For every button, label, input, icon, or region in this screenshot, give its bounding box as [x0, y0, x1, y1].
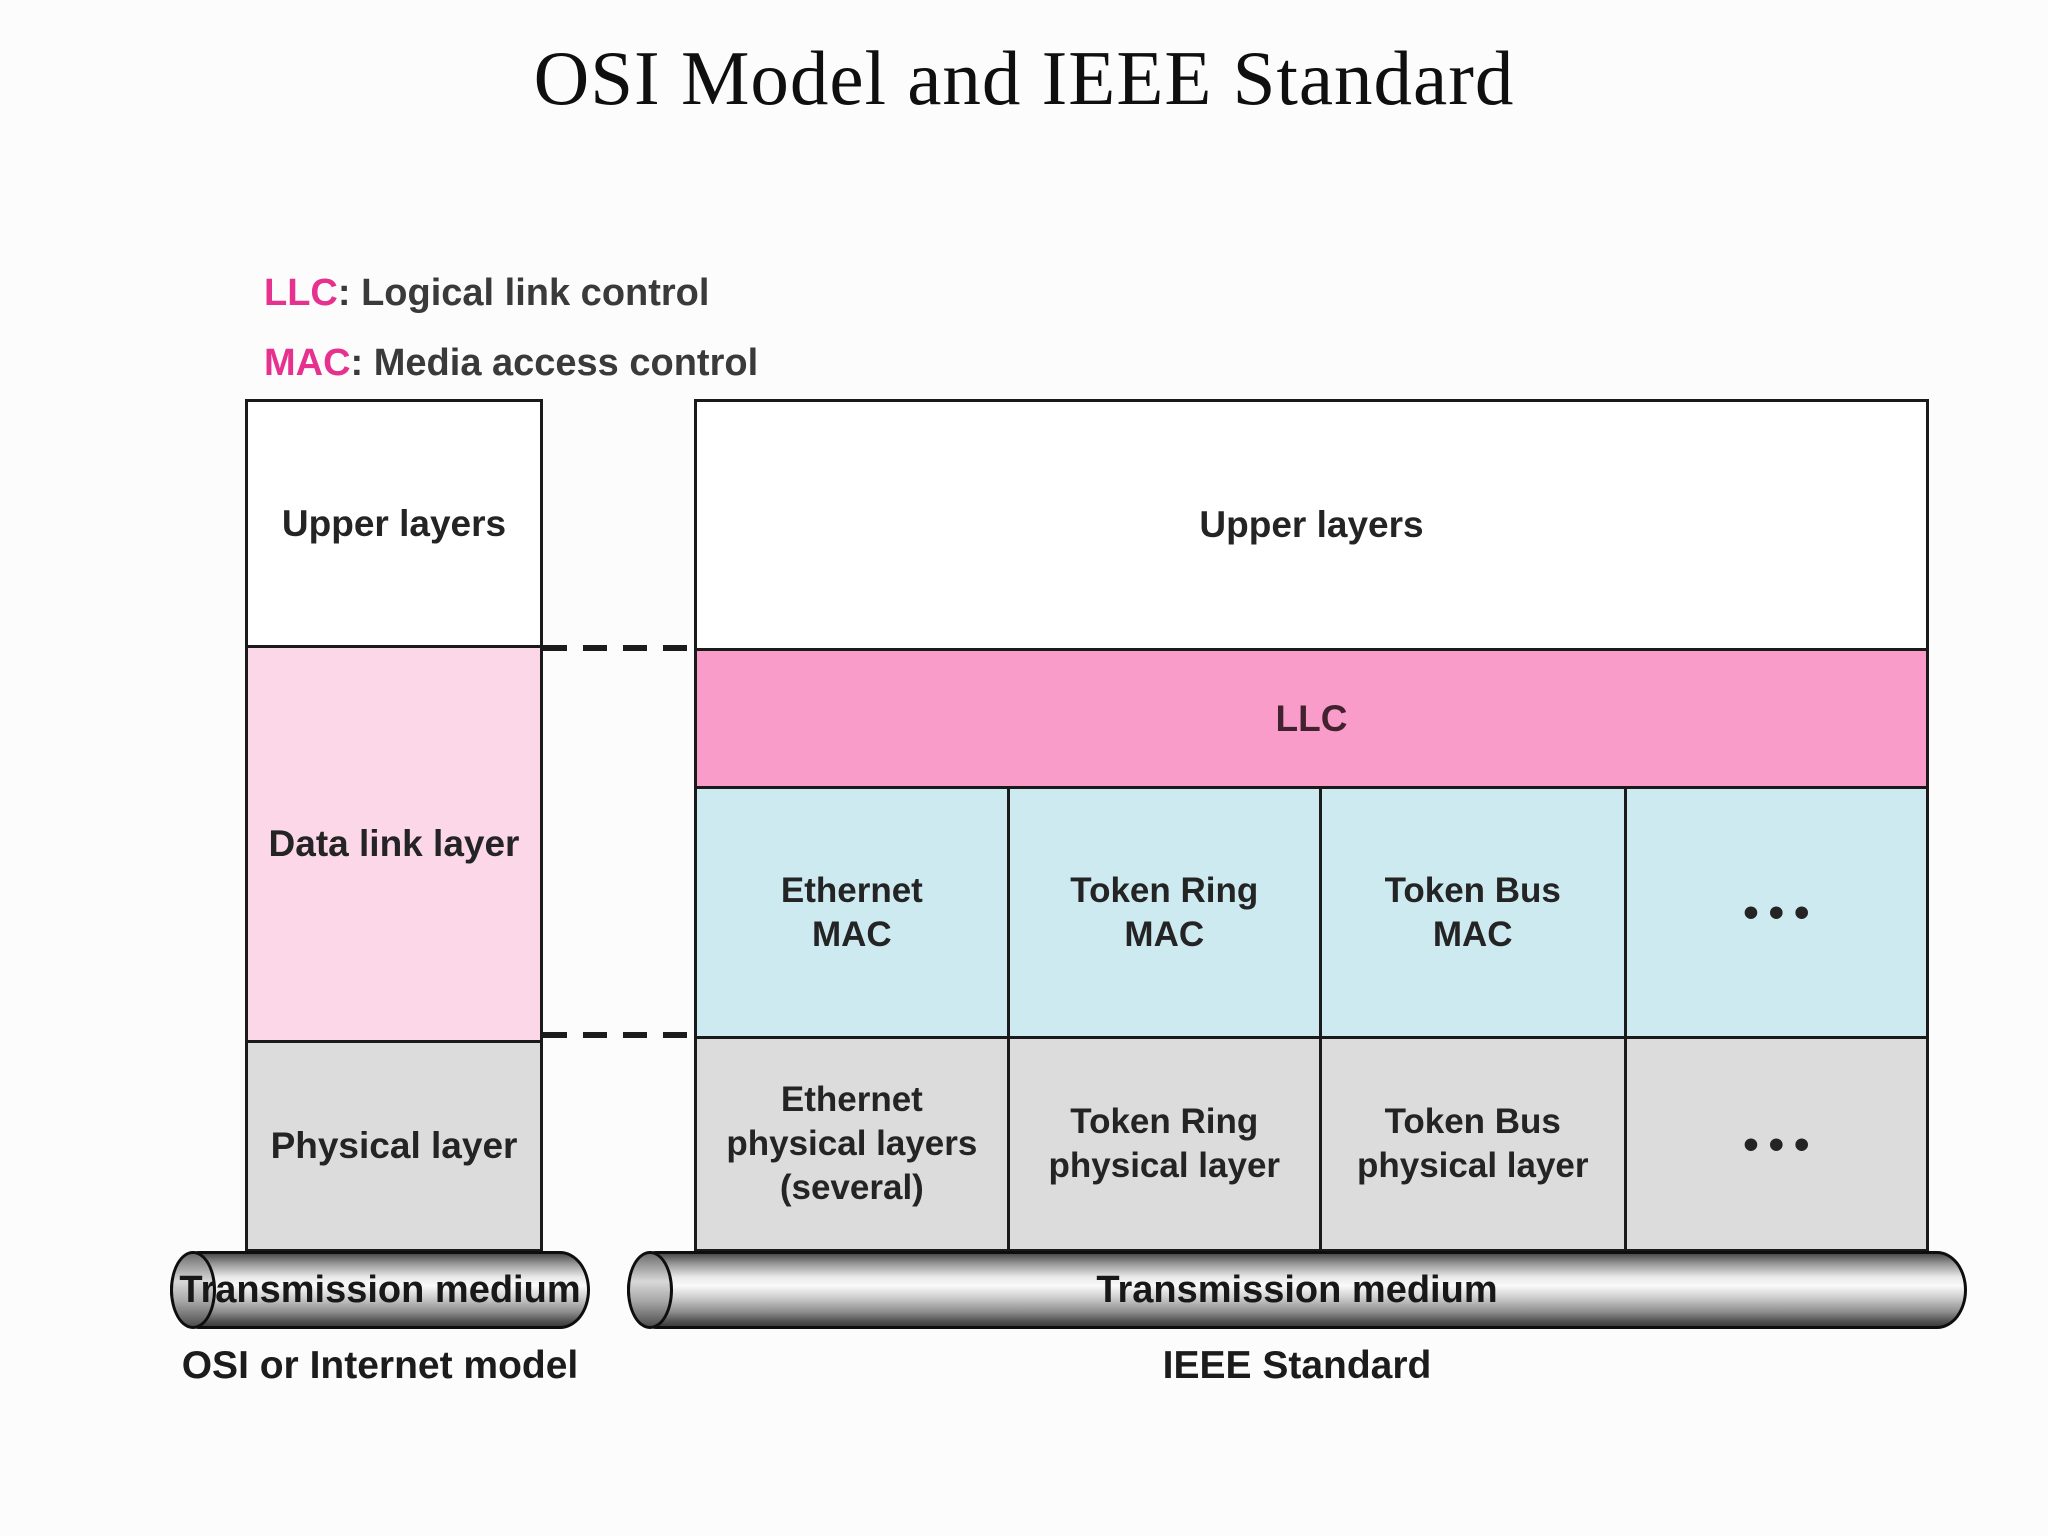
osi-column: Upper layers Data link layer Physical la… [245, 399, 543, 1252]
osi-transmission-medium-cylinder: Transmission medium [170, 1251, 590, 1329]
phy-cell-token-bus: Token Bus physical layer [1318, 1039, 1624, 1249]
osi-caption: OSI or Internet model [181, 1344, 579, 1387]
osi-transmission-medium-label: Transmission medium [179, 1268, 581, 1311]
ieee-panel: Upper layers LLC Ethernet MAC Token Ring… [694, 399, 1929, 1252]
page-title: OSI Model and IEEE Standard [533, 35, 1515, 121]
phy-cells: Ethernet physical layers (several) Token… [697, 1039, 1926, 1249]
dashed-connector-bottom [543, 1032, 695, 1038]
legend-abbr-mac: MAC [264, 342, 351, 384]
phy-cell-ellipsis: ••• [1623, 1039, 1926, 1249]
mac-cell-token-ring: Token Ring MAC [1006, 789, 1319, 1036]
cylinder-left-cap-icon [627, 1251, 673, 1329]
cylinder-left-cap-icon [170, 1251, 216, 1329]
legend-item-llc: LLC: Logical link control [264, 258, 758, 328]
legend-text-llc: : Logical link control [337, 272, 710, 314]
mac-cells: Ethernet MAC Token Ring MAC Token Bus MA… [697, 789, 1926, 1036]
osi-datalink-cell: Data link layer [248, 645, 540, 1040]
ieee-upper-layers-cell: Upper layers [697, 402, 1926, 648]
mac-cell-ellipsis: ••• [1623, 789, 1926, 1036]
osi-physical-cell: Physical layer [248, 1040, 540, 1249]
osi-upper-layers-cell: Upper layers [248, 402, 540, 645]
phy-cell-ethernet: Ethernet physical layers (several) [726, 1080, 978, 1207]
mac-cell-ethernet: Ethernet MAC [780, 870, 923, 954]
ieee-caption: IEEE Standard [1162, 1344, 1432, 1387]
mac-cell-token-bus: Token Bus MAC [1318, 789, 1624, 1036]
legend-item-mac: MAC: Media access control [264, 328, 758, 398]
legend-text-mac: : Media access control [350, 342, 759, 384]
ieee-llc-band: LLC [697, 648, 1926, 786]
ieee-mac-row: Ethernet MAC Token Ring MAC Token Bus MA… [697, 786, 1926, 1036]
ieee-physical-row: Ethernet physical layers (several) Token… [697, 1036, 1926, 1249]
legend-abbr-llc: LLC [264, 272, 338, 314]
ieee-transmission-medium-cylinder: Transmission medium [627, 1251, 1967, 1329]
legend: LLC: Logical link control MAC: Media acc… [264, 258, 758, 398]
phy-cell-token-ring: Token Ring physical layer [1006, 1039, 1319, 1249]
ieee-transmission-medium-label: Transmission medium [1096, 1268, 1498, 1311]
dashed-connector-top [543, 645, 695, 651]
